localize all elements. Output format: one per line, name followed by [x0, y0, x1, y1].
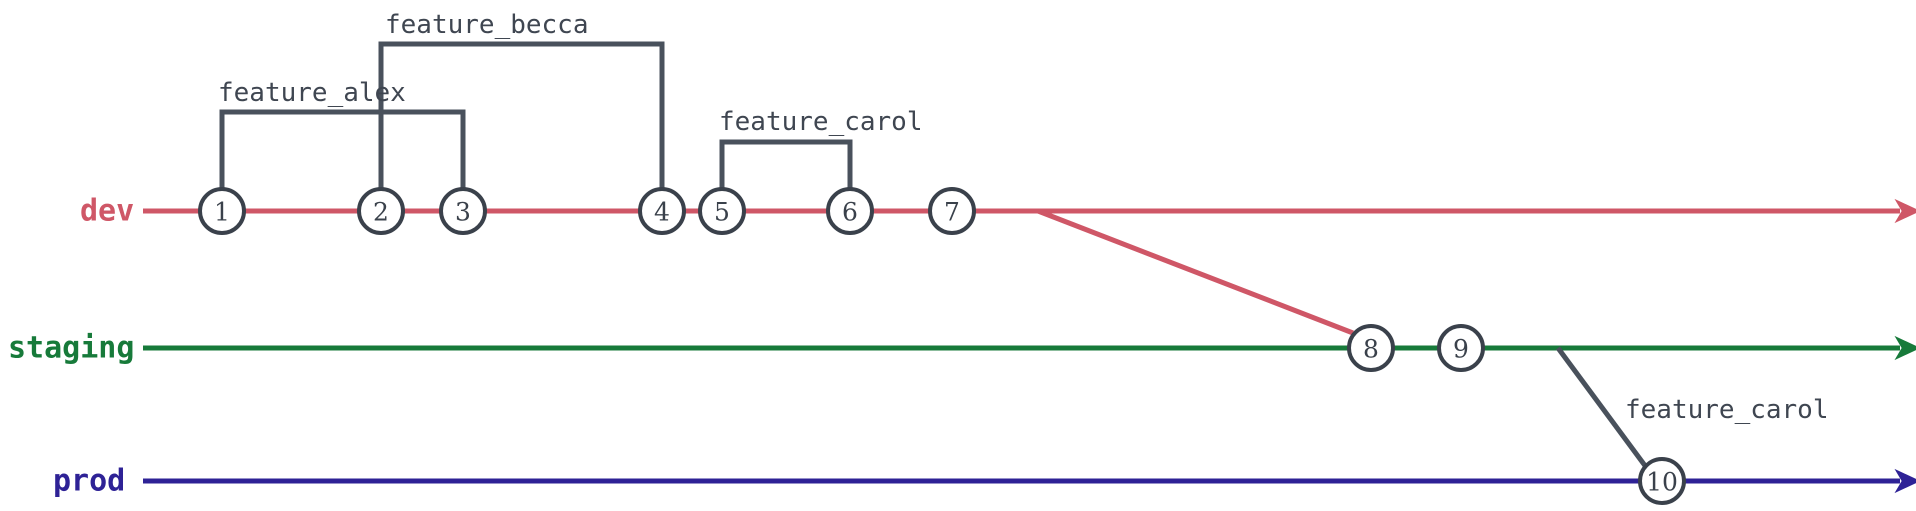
- commit-circle-9[interactable]: [1437, 324, 1485, 372]
- feature-bracket-feature-carol: [719, 139, 853, 193]
- feature-labels-group: feature_alex feature_becca feature_carol…: [218, 10, 1829, 425]
- branch-label-prod: prod: [53, 464, 125, 499]
- commit-label-7: 7: [944, 198, 960, 227]
- commit-label-6: 6: [842, 198, 858, 227]
- commit-circle-1[interactable]: [198, 187, 246, 235]
- commit-node-3[interactable]: 3: [439, 187, 487, 235]
- feature-brackets-group: [219, 41, 853, 193]
- commit-node-6[interactable]: 6: [826, 187, 874, 235]
- branch-name-labels-group: dev staging prod: [8, 194, 134, 499]
- branch-label-dev: dev: [80, 194, 134, 229]
- branch-lines-group: [143, 198, 1916, 494]
- merge-edge-dev-to-staging: [1037, 208, 1354, 336]
- commit-node-10[interactable]: 10: [1638, 457, 1686, 505]
- commit-node-8[interactable]: 8: [1347, 324, 1395, 372]
- branch-label-staging: staging: [8, 331, 134, 366]
- commit-circle-5[interactable]: [698, 187, 746, 235]
- commit-label-9: 9: [1453, 335, 1469, 364]
- commit-label-8: 8: [1363, 335, 1379, 364]
- merge-edges-group: [1037, 208, 1649, 469]
- commit-node-4[interactable]: 4: [638, 187, 686, 235]
- commit-label-3: 3: [455, 198, 471, 227]
- commit-label-4: 4: [654, 198, 670, 227]
- feature-bracket-feature-becca: [378, 41, 665, 193]
- commit-circle-7[interactable]: [928, 187, 976, 235]
- commit-node-1[interactable]: 1: [198, 187, 246, 235]
- feature-bracket-feature-alex: [219, 109, 466, 193]
- commit-label-5: 5: [714, 198, 730, 227]
- commit-node-5[interactable]: 5: [698, 187, 746, 235]
- commit-label-10: 10: [1646, 468, 1678, 497]
- commit-label-2: 2: [373, 198, 389, 227]
- commit-circle-8[interactable]: [1347, 324, 1395, 372]
- commit-circle-3[interactable]: [439, 187, 487, 235]
- commit-node-9[interactable]: 9: [1437, 324, 1485, 372]
- feature-label-feature-carol: feature_carol: [719, 107, 923, 137]
- feature-label-merge-feature-carol: feature_carol: [1625, 395, 1829, 425]
- merge-edge-staging-to-prod: [1555, 346, 1649, 469]
- commit-circle-10[interactable]: [1638, 457, 1686, 505]
- commit-circle-4[interactable]: [638, 187, 686, 235]
- commit-node-2[interactable]: 2: [357, 187, 405, 235]
- commit-nodes-group: 1 2 3 4 5 6 7 8 9 10: [198, 187, 1686, 505]
- commit-circle-6[interactable]: [826, 187, 874, 235]
- commit-circle-2[interactable]: [357, 187, 405, 235]
- feature-label-feature-becca: feature_becca: [385, 10, 589, 40]
- commit-node-7[interactable]: 7: [928, 187, 976, 235]
- feature-label-feature-alex: feature_alex: [218, 78, 406, 108]
- commit-label-1: 1: [214, 198, 230, 227]
